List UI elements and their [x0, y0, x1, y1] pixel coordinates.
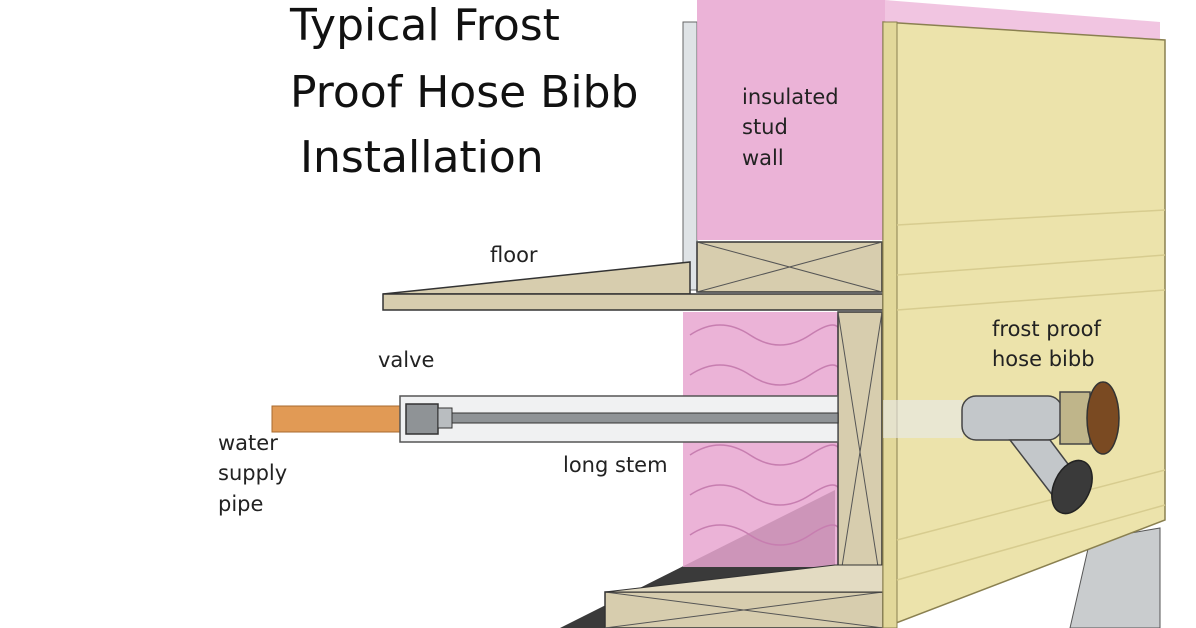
label-bibb-line1: frost proof [992, 317, 1101, 341]
label-insulated-wall-line1: insulated [742, 85, 839, 109]
valve-body [405, 403, 439, 435]
label-supply-line1: water [218, 431, 278, 455]
diagram-title-line1: Typical Frost [290, 0, 560, 51]
label-valve: valve [378, 348, 435, 372]
label-bibb-line2: hose bibb [992, 347, 1095, 372]
drywall-strip [682, 21, 698, 291]
label-insulated-wall-line3: wall [742, 145, 784, 170]
insulation-top-fade [885, 0, 1160, 40]
stem-collar [437, 407, 453, 429]
label-water-supply-pipe: water supply pipe [218, 428, 287, 519]
label-long-stem: long stem [563, 453, 668, 477]
foundation-face [1069, 527, 1161, 628]
label-floor: floor [490, 243, 538, 267]
siding-edge [882, 21, 898, 628]
insulation-upper [697, 0, 885, 240]
label-supply-line3: pipe [218, 491, 264, 516]
siding-lines [896, 209, 1166, 581]
label-hose-bibb: frost proof hose bibb [992, 314, 1101, 375]
stem-through-siding [883, 400, 963, 438]
water-supply-pipe [271, 405, 403, 433]
hose-bibb [961, 381, 1120, 515]
label-supply-line2: supply [218, 461, 288, 486]
long-stem-rod [437, 412, 839, 424]
label-insulated-wall: insulated stud wall [742, 82, 839, 173]
floor-edge [382, 293, 884, 311]
label-insulated-wall-line2: stud [742, 115, 788, 140]
diagram-title-line3: Installation [300, 132, 544, 183]
insulation-squiggles [689, 324, 841, 546]
diagram-title-line2: Proof Hose Bibb [290, 67, 639, 118]
